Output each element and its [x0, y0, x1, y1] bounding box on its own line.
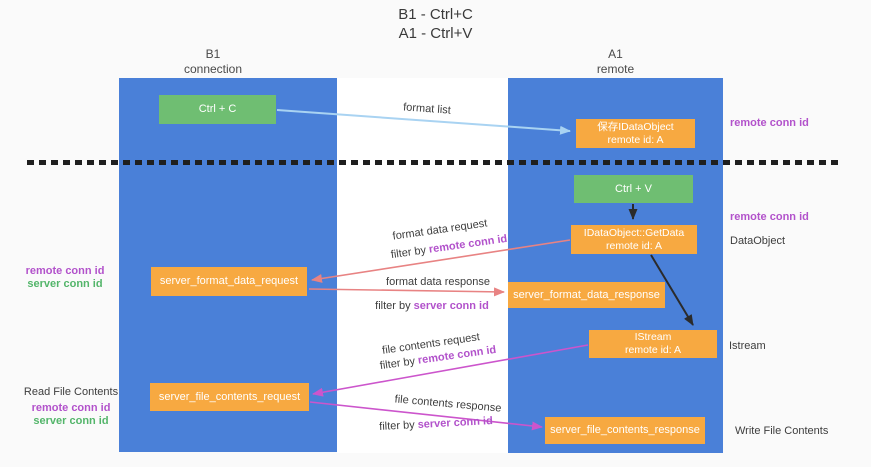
lane-header-b1: B1 connection	[104, 47, 322, 77]
node-server-file-contents-request: server_file_contents_request	[150, 383, 309, 411]
node-save-idataobject: 保存IDataObject remote id: A	[576, 119, 695, 148]
node-format-request-label: server_format_data_request	[159, 275, 299, 287]
annotation-left-read-block: Read File Contents remote conn id server…	[21, 386, 121, 428]
annotation-left-server-conn-id-bottom: server conn id	[33, 415, 109, 427]
flow-label-format-data-response: format data response	[386, 276, 490, 288]
node-istream-line2: remote id: A	[624, 344, 682, 356]
annotation-left-remote-conn-id-top: remote conn id	[25, 265, 105, 277]
node-save-idataobject-line1: 保存IDataObject	[597, 120, 674, 133]
lane-b1-name: B1	[205, 47, 221, 61]
annotation-read-file-contents: Read File Contents	[23, 386, 119, 398]
node-format-response-label: server_format_data_response	[513, 288, 660, 301]
node-file-response-label: server_file_contents_response	[550, 424, 700, 436]
node-getdata-line1: IDataObject::GetData	[583, 226, 685, 239]
annotation-left-conn-ids-top: remote conn id server conn id	[23, 265, 107, 291]
filter-key-server-conn-id: server conn id	[413, 300, 489, 312]
node-getdata-line2: remote id: A	[605, 239, 663, 252]
annotation-write-file-contents: Write File Contents	[735, 425, 829, 437]
annotation-dataobject: DataObject	[730, 235, 786, 247]
lane-a1-name: A1	[608, 47, 623, 61]
node-ctrl-v-label: Ctrl + V	[615, 182, 652, 195]
node-ctrl-c-label: Ctrl + C	[198, 103, 237, 115]
annotation-istream: Istream	[729, 340, 766, 352]
node-ctrl-v: Ctrl + V	[574, 175, 693, 203]
node-file-request-label: server_file_contents_request	[158, 390, 301, 403]
node-idataobject-getdata: IDataObject::GetData remote id: A	[571, 225, 697, 254]
dashed-separator	[27, 160, 843, 165]
diagram-title: B1 - Ctrl+C A1 - Ctrl+V	[0, 5, 871, 43]
node-save-idataobject-line2: remote id: A	[607, 133, 664, 146]
lane-b1-role: connection	[183, 62, 243, 76]
title-line-2: A1 - Ctrl+V	[398, 25, 473, 42]
node-server-file-contents-response: server_file_contents_response	[545, 417, 705, 444]
node-server-format-data-response: server_format_data_response	[508, 282, 665, 308]
node-istream-line1: IStream	[634, 331, 672, 343]
annotation-remote-conn-id-mid: remote conn id	[730, 211, 809, 223]
node-istream: IStream remote id: A	[589, 330, 717, 358]
annotation-remote-conn-id-top: remote conn id	[730, 117, 809, 129]
filter-prefix: filter by	[378, 419, 415, 433]
annotation-left-server-conn-id-top: server conn id	[27, 278, 103, 290]
filter-prefix: filter by	[375, 300, 411, 312]
node-server-format-data-request: server_format_data_request	[151, 267, 307, 296]
title-line-1: B1 - Ctrl+C	[398, 6, 473, 23]
annotation-left-remote-conn-id-bottom: remote conn id	[31, 402, 111, 414]
lane-header-a1: A1 remote	[508, 47, 723, 77]
node-ctrl-c: Ctrl + C	[159, 95, 276, 124]
lane-a1-role: remote	[596, 62, 635, 76]
